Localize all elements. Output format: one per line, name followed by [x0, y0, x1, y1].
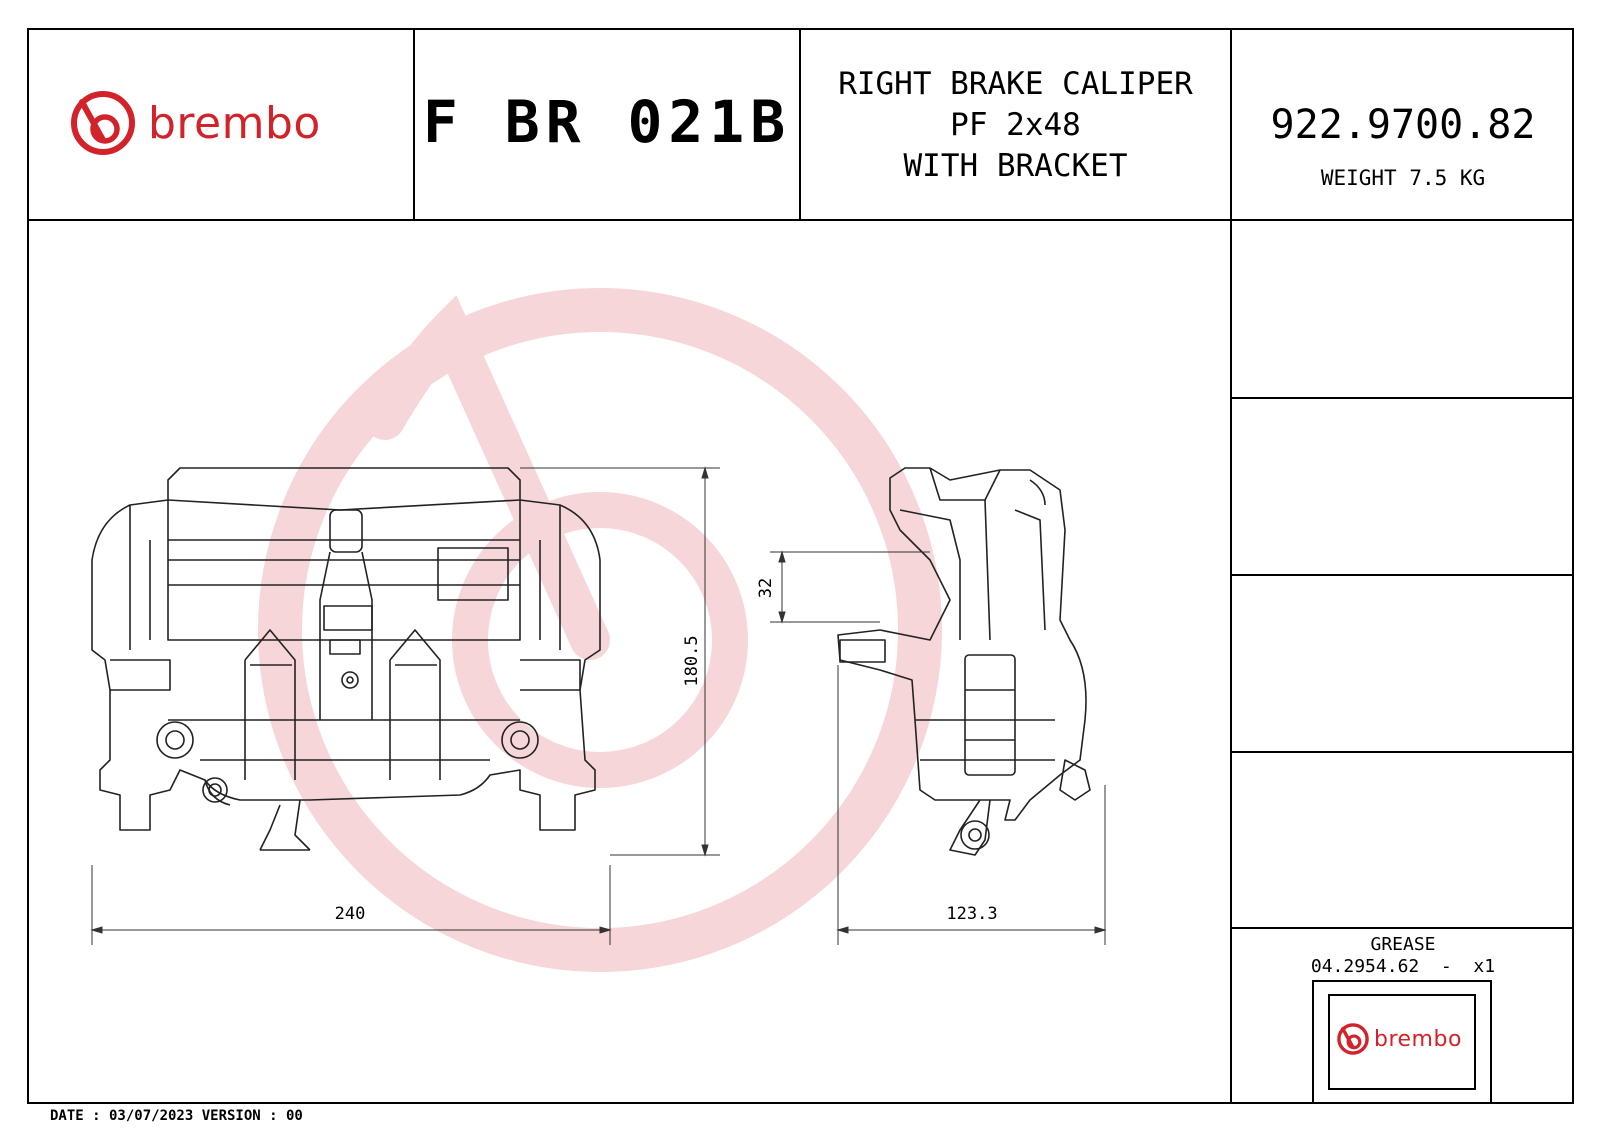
grease-brembo-text: brembo: [1374, 1026, 1462, 1052]
description-line-3: WITH BRACKET: [903, 148, 1128, 184]
caliper-side-view: [837, 467, 1091, 856]
brembo-logo-icon: [71, 91, 135, 155]
right-row-divider-3: [1230, 751, 1574, 753]
brembo-logo: brembo: [68, 88, 321, 158]
dim-height-label: 180.5: [682, 635, 702, 686]
description-line-1: RIGHT BRAKE CALIPER: [838, 66, 1193, 102]
weight-label: WEIGHT 7.5 KG: [1320, 166, 1486, 190]
part-number: 922.9700.82: [1270, 102, 1536, 148]
product-description: RIGHT BRAKE CALIPER PF 2x48 WITH BRACKET: [801, 64, 1230, 187]
grease-brembo-logo-icon: [1337, 1023, 1369, 1055]
dimension-lines: [90, 466, 1107, 945]
header-divider: [27, 219, 1574, 221]
dim-width-label: 240: [335, 904, 366, 924]
grease-brembo-logo: brembo: [1336, 1022, 1462, 1056]
dim-offset-label: 32: [756, 578, 776, 598]
right-row-divider-4: [1230, 927, 1574, 929]
caliper-front-view: [91, 467, 601, 851]
description-line-2: PF 2x48: [950, 107, 1081, 143]
grease-package: brembo: [1312, 980, 1492, 1104]
date-version-footer: DATE : 03/07/2023 VERSION : 00: [50, 1108, 303, 1124]
header-col-divider-2: [799, 28, 801, 220]
right-row-divider-1: [1230, 397, 1574, 399]
grease-title: GREASE: [1370, 934, 1436, 955]
right-row-divider-2: [1230, 574, 1574, 576]
right-column-divider: [1230, 28, 1232, 1104]
dim-depth-label: 123.3: [946, 904, 997, 924]
brembo-logo-text: brembo: [148, 97, 321, 149]
header-col-divider-1: [413, 28, 415, 220]
grease-code: 04.2954.62 - x1: [1310, 956, 1496, 977]
product-code: F BR 021B: [422, 88, 792, 156]
